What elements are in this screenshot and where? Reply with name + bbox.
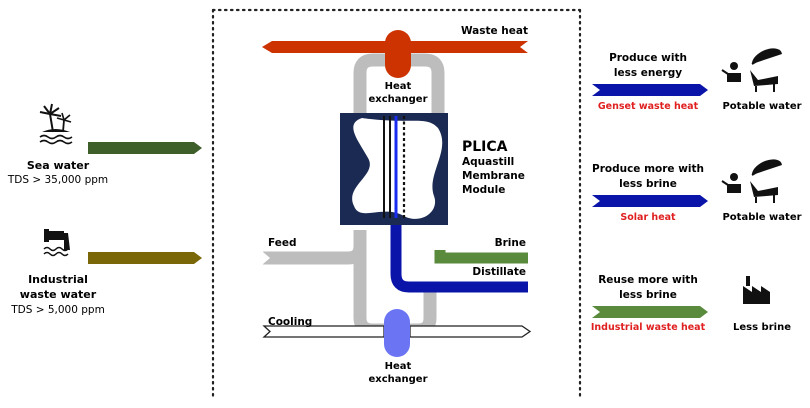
module-line-1: Aquastill (462, 156, 515, 168)
bottom-exchanger-label-2: exchanger (368, 374, 428, 385)
industrial-water-arrow (88, 252, 202, 264)
outcome-1-energy: Genset waste heat (597, 101, 699, 112)
brine-path (434, 250, 528, 264)
membrane-module (340, 113, 448, 225)
cooling-arrow (262, 325, 385, 338)
module-line-3: Module (462, 184, 506, 196)
outcome-arrow-3 (592, 306, 708, 318)
module-line-2: Membrane (462, 170, 525, 182)
industrial-spec: TDS > 5,000 ppm (11, 304, 105, 316)
outcome-1-line-2: less energy (613, 67, 683, 79)
top-heat-exchanger (385, 30, 411, 78)
beach-lounger-icon-2 (721, 159, 782, 203)
outcome-arrow-2 (592, 195, 708, 207)
industrial-label-line2: waste water (19, 288, 97, 301)
outcome-3-line-1: Reuse more with (598, 274, 698, 286)
cooling-label: Cooling (268, 316, 313, 328)
sea-water-arrow (88, 142, 202, 154)
outcome-arrow-1 (592, 84, 708, 96)
sea-water-spec: TDS > 35,000 ppm (7, 174, 109, 186)
waste-heat-arrow-right (410, 41, 528, 53)
bottom-heat-exchanger (384, 309, 410, 357)
outcome-1-result: Potable water (722, 101, 802, 112)
outcome-3-line-2: less brine (619, 289, 677, 301)
cooling-arrow-outlet (409, 325, 532, 338)
outcome-2-energy: Solar heat (620, 212, 676, 223)
beach-lounger-icon (721, 48, 782, 92)
pipe-outflow-icon (43, 229, 70, 257)
factory-icon (743, 276, 770, 304)
system-boundary (211, 8, 582, 402)
sea-water-label: Sea water (26, 159, 90, 172)
outcome-3-energy: Industrial waste heat (590, 322, 706, 333)
industrial-label-line1: Industrial (28, 273, 88, 286)
top-exchanger-label-1: Heat (384, 81, 412, 92)
waste-heat-arrow-left (262, 41, 386, 53)
feed-arrow-tip (263, 252, 270, 264)
distillate-label: Distillate (472, 266, 526, 278)
palm-island-icon (39, 103, 73, 145)
outcome-2-line-1: Produce more with (592, 163, 704, 175)
outcome-1-line-1: Produce with (609, 52, 687, 64)
waste-heat-label: Waste heat (460, 25, 528, 37)
bottom-exchanger-label-1: Heat (384, 361, 412, 372)
module-title: PLICA (462, 139, 508, 155)
brine-label: Brine (494, 237, 526, 249)
top-exchanger-label-2: exchanger (368, 94, 428, 105)
outcome-3-result: Less brine (733, 322, 791, 333)
feed-label: Feed (268, 237, 297, 249)
distillate-path (390, 222, 528, 293)
outcome-2-line-2: less brine (619, 178, 677, 190)
outcome-2-result: Potable water (722, 212, 802, 223)
